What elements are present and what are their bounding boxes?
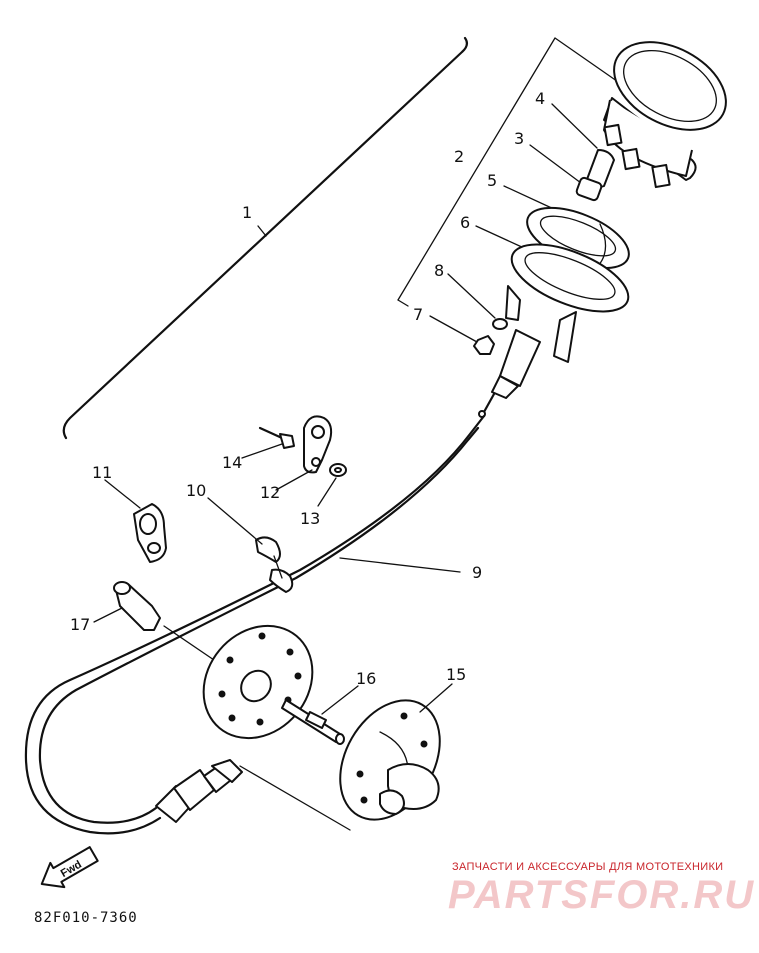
callout-4: 4 xyxy=(535,89,545,108)
drive-shaft xyxy=(281,699,345,745)
leader-lines-group xyxy=(397,37,625,343)
watermark: ЗАПЧАСТИ И АКСЕССУАРЫ ДЛЯ МОТОТЕХНИКИ PA… xyxy=(448,861,755,917)
watermark-subtitle: ЗАПЧАСТИ И АКСЕССУАРЫ ДЛЯ МОТОТЕХНИКИ xyxy=(452,861,723,873)
watermark-logo: PARTSFOR.RU xyxy=(448,873,755,917)
callout-3: 3 xyxy=(514,129,524,148)
assembly-bracket xyxy=(62,36,469,440)
callout-11: 11 xyxy=(92,463,112,482)
callout-labels: 1 2 3 4 5 6 7 8 9 10 11 12 13 14 15 16 1… xyxy=(70,89,545,688)
gear-plate xyxy=(202,624,314,740)
callout-leaders xyxy=(93,443,461,715)
cable-guide xyxy=(133,503,167,563)
nut-and-washer xyxy=(473,318,508,355)
gear-housing xyxy=(339,699,441,821)
callout-2: 2 xyxy=(454,147,464,166)
callout-6: 6 xyxy=(460,213,470,232)
speedometer-head xyxy=(603,41,727,189)
callout-13: 13 xyxy=(300,509,320,528)
cushion-rings xyxy=(510,206,630,313)
cable-lower-fitting xyxy=(155,759,351,831)
callout-10: 10 xyxy=(186,481,206,500)
bulb-socket xyxy=(575,149,615,202)
speedometer-cable xyxy=(24,414,486,835)
callout-5: 5 xyxy=(487,171,497,190)
callout-1: 1 xyxy=(242,203,252,222)
washer xyxy=(329,463,347,477)
callout-17: 17 xyxy=(70,615,90,634)
callout-15: 15 xyxy=(446,665,466,684)
cable-clamp xyxy=(255,536,294,593)
callout-7: 7 xyxy=(413,305,423,324)
cable-upper-fitting xyxy=(478,329,541,418)
callout-14: 14 xyxy=(222,453,242,472)
guide-clip xyxy=(303,415,333,474)
callout-16: 16 xyxy=(356,669,376,688)
forward-arrow: Fwd xyxy=(40,846,99,889)
meter-bracket xyxy=(505,285,577,363)
bushing xyxy=(113,581,215,661)
callout-8: 8 xyxy=(434,261,444,280)
screw xyxy=(258,426,295,449)
diagram-code: 82F010-7360 xyxy=(34,910,138,926)
callout-12: 12 xyxy=(260,483,280,502)
callout-9: 9 xyxy=(472,563,482,582)
